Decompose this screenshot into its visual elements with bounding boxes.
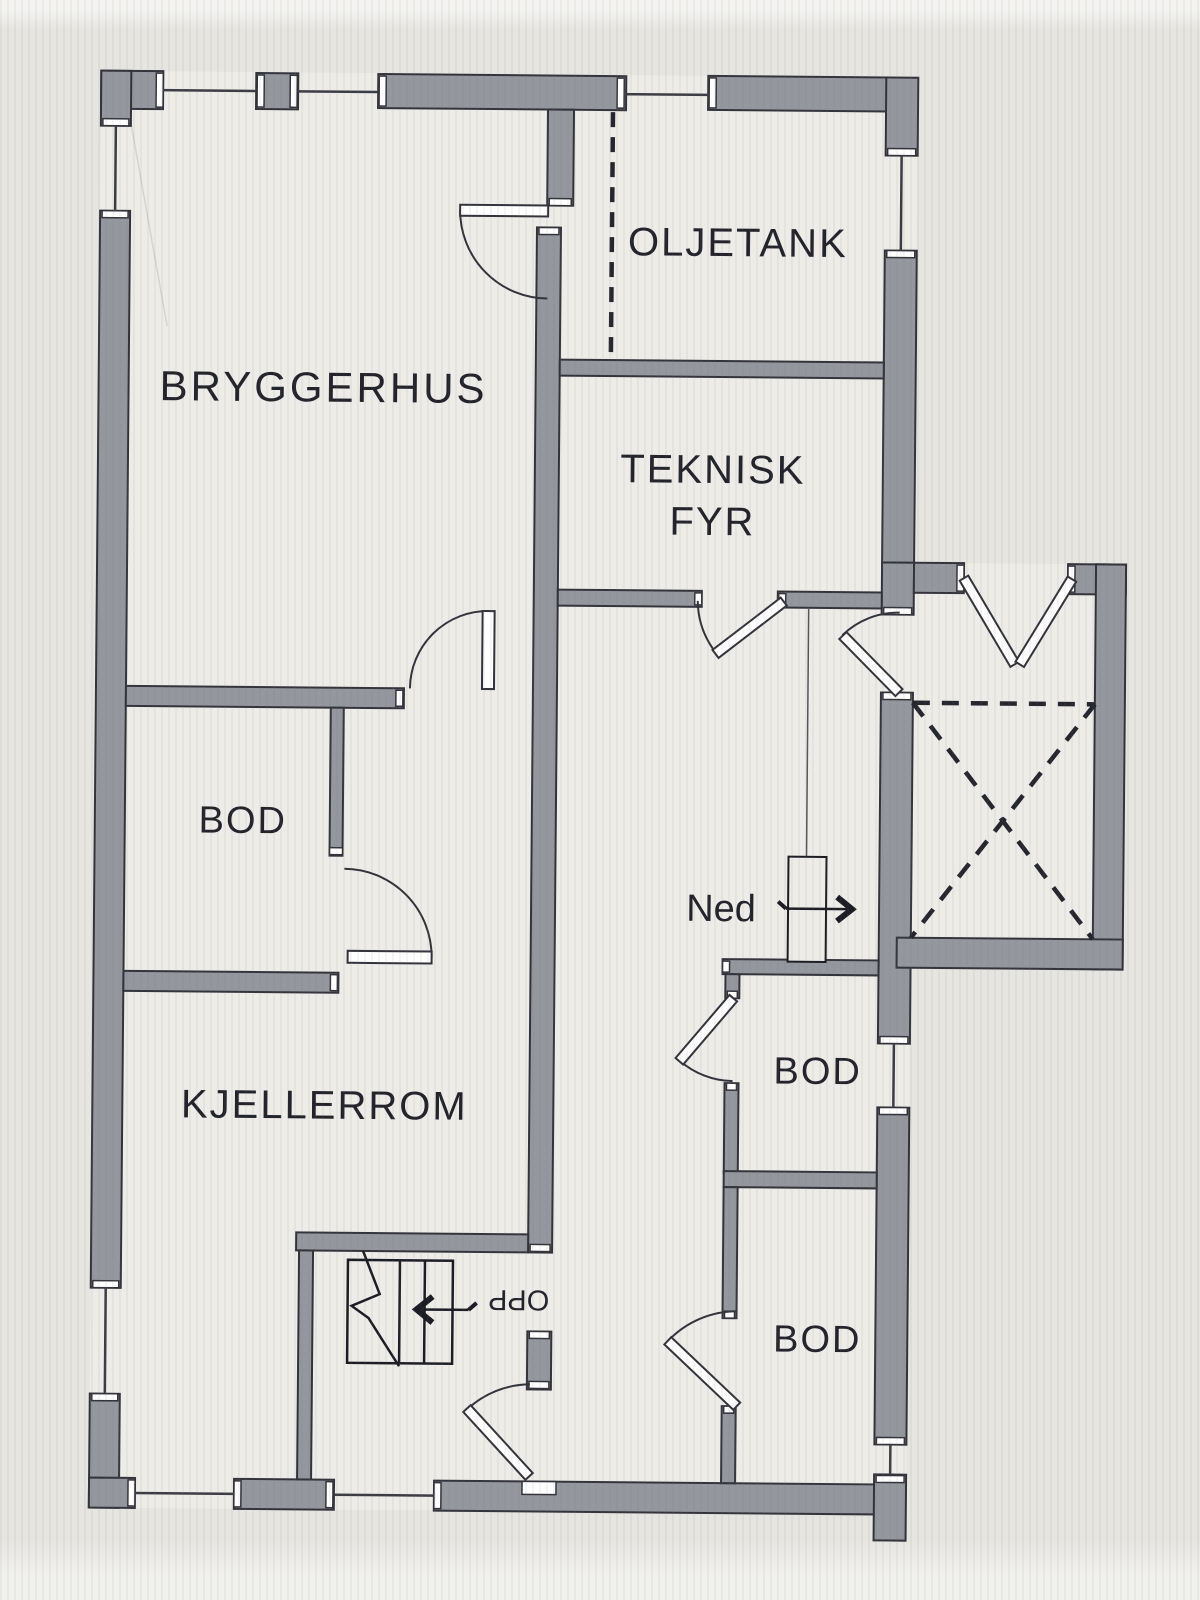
door [674, 993, 739, 1083]
door [408, 609, 496, 691]
room-label-bryggerhus: BRYGGERHUS [159, 362, 487, 412]
doors [344, 203, 1078, 1482]
room-label-bod-lower: BOD [773, 1319, 862, 1362]
room-label-teknisk-line2: FYR [669, 500, 755, 545]
exterior-stair-hatch [909, 700, 1097, 941]
building-floor [88, 70, 1127, 1515]
down-arrow [776, 894, 857, 924]
double-door [958, 574, 1078, 669]
up-arrow [411, 1294, 478, 1325]
staircase-up [345, 1250, 478, 1367]
stair-up-label: OPP [488, 1283, 550, 1316]
door [461, 1383, 535, 1482]
room-label-oljetank: OLJETANK [628, 220, 848, 266]
door [344, 867, 433, 965]
stair-break-line [349, 1250, 401, 1367]
room-label-bod-middle: BOD [773, 1051, 862, 1094]
door [837, 611, 904, 698]
door [459, 203, 550, 300]
room-label-bod-left: BOD [198, 799, 287, 842]
door [662, 1310, 742, 1412]
photo-scratch [125, 95, 168, 327]
oljetank-boundary-dashed [608, 112, 616, 359]
room-label-teknisk-line1: TEKNISK [620, 447, 806, 493]
windows [103, 88, 903, 1497]
walls [87, 69, 1128, 1542]
staircase-down-marker [776, 607, 857, 963]
guide-line [805, 607, 810, 857]
stair-down-label: Ned [686, 888, 756, 931]
room-label-kjellerrom: KJELLERROM [181, 1082, 468, 1129]
door [696, 596, 789, 660]
